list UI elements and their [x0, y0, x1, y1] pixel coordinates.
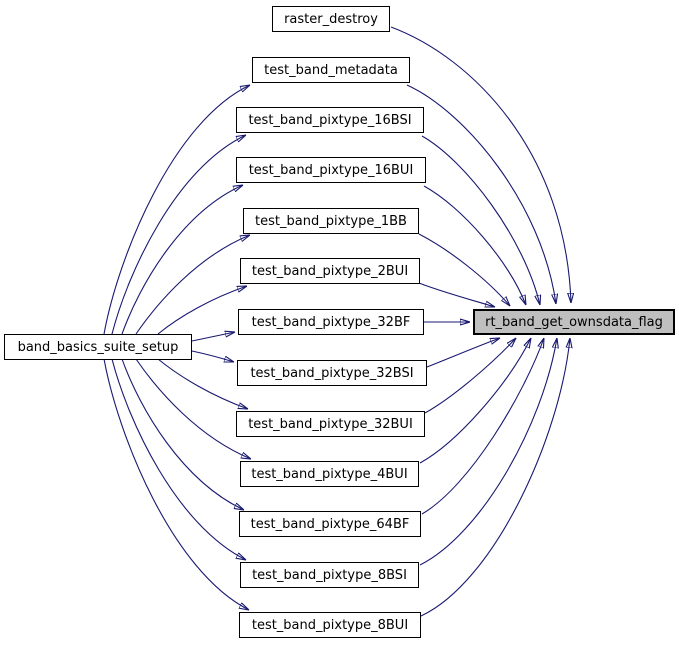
- node-test_band_metadata[interactable]: test_band_metadata: [252, 57, 410, 83]
- edge-32BUI-to-focus: [424, 338, 516, 414]
- edge-2BUI-to-focus: [418, 282, 495, 307]
- edge-64BF-to-focus: [421, 338, 544, 515]
- edge-32BSI-to-focus: [426, 338, 500, 368]
- node-test_band_pixtype_32BUI[interactable]: test_band_pixtype_32BUI: [236, 411, 425, 437]
- node-test_band_pixtype_16BUI[interactable]: test_band_pixtype_16BUI: [236, 157, 426, 183]
- node-test_band_pixtype_8BUI[interactable]: test_band_pixtype_8BUI: [239, 612, 421, 638]
- edge-setup-to-2BUI: [157, 286, 247, 335]
- edge-8BSI-to-focus: [419, 338, 557, 566]
- node-test_band_pixtype_32BSI[interactable]: test_band_pixtype_32BSI: [237, 360, 427, 386]
- edge-16BSI-to-focus: [421, 135, 540, 305]
- node-test_band_pixtype_64BF[interactable]: test_band_pixtype_64BF: [239, 511, 421, 537]
- edge-setup-to-1BB: [135, 235, 250, 335]
- edge-setup-to-8BSI: [111, 358, 246, 560]
- node-test_band_pixtype_4BUI[interactable]: test_band_pixtype_4BUI: [240, 461, 419, 487]
- edge-setup-to-metadata: [103, 85, 250, 335]
- edge-setup-to-32BF: [191, 332, 235, 342]
- edge-setup-to-16BSI: [111, 135, 246, 335]
- edge-setup-to-4BUI: [135, 358, 251, 459]
- edge-metadata-to-focus: [406, 84, 556, 304]
- edge-setup-to-32BSI: [191, 350, 234, 362]
- node-test_band_pixtype_16BSI[interactable]: test_band_pixtype_16BSI: [236, 107, 424, 133]
- edge-setup-to-8BUI: [103, 358, 249, 610]
- node-rt_band_get_ownsdata_flag[interactable]: rt_band_get_ownsdata_flag: [473, 309, 675, 335]
- node-test_band_pixtype_1BB[interactable]: test_band_pixtype_1BB: [243, 208, 419, 234]
- node-raster_destroy[interactable]: raster_destroy: [272, 6, 390, 32]
- edge-setup-to-64BF: [121, 358, 244, 510]
- node-test_band_pixtype_8BSI[interactable]: test_band_pixtype_8BSI: [240, 562, 419, 588]
- node-band_basics_suite_setup[interactable]: band_basics_suite_setup: [4, 334, 192, 360]
- edge-raster-to-focus: [390, 26, 571, 303]
- edge-setup-to-16BUI: [121, 185, 243, 335]
- edge-8BUI-to-focus: [420, 338, 570, 617]
- edge-16BUI-to-focus: [423, 185, 526, 305]
- edge-4BUI-to-focus: [419, 338, 531, 464]
- node-test_band_pixtype_2BUI[interactable]: test_band_pixtype_2BUI: [240, 258, 420, 284]
- edge-setup-to-32BUI: [157, 358, 248, 409]
- node-test_band_pixtype_32BF[interactable]: test_band_pixtype_32BF: [238, 309, 424, 335]
- edge-1BB-to-focus: [418, 233, 510, 306]
